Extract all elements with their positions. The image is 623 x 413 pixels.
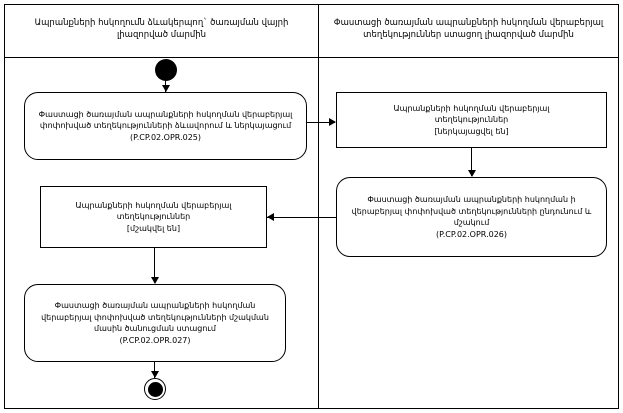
arrow-left-1-to-right-1 xyxy=(329,118,336,126)
activity-right-2[interactable]: Փաստացի ծառայման ապրանքների հսկողման ի վ… xyxy=(336,177,607,257)
end-node-inner xyxy=(147,381,163,397)
activity-left-1[interactable]: Փաստացի ծառայման ապրանքների հսկողման վեր… xyxy=(24,92,307,160)
swimlane-vertical-divider xyxy=(318,4,319,409)
arrow-start-to-left-activity-1 xyxy=(162,85,170,92)
swimlane-left-title: Ապրանքների հսկողումն ձևակերպող` ծառայման… xyxy=(34,18,289,40)
object-right-1[interactable]: Ապրանքների հսկողման վերաբերյալ տեղեկությ… xyxy=(336,92,607,148)
object-left-2[interactable]: Ապրանքների հսկողման վերաբերյալ տեղեկությ… xyxy=(40,186,267,248)
diagram-frame xyxy=(4,4,619,409)
arrow-right-1-to-right-2 xyxy=(468,170,476,177)
swimlane-right-header-divider xyxy=(318,57,619,58)
arrow-left-2-to-left-3 xyxy=(151,277,159,284)
edge-left-2-to-left-3 xyxy=(154,248,155,283)
edge-left-1-to-right-1 xyxy=(307,122,335,123)
edge-left-3-to-end xyxy=(154,362,155,378)
edge-right-2-to-left-2 xyxy=(267,217,336,218)
start-node xyxy=(155,59,177,81)
edge-right-1-to-right-2 xyxy=(471,148,472,176)
arrow-left-3-to-end xyxy=(151,371,159,378)
swimlane-right-title: Փաստացի ծառայման ապրանքների հսկողման վեր… xyxy=(333,18,604,40)
activity-left-3[interactable]: Փաստացի ծառայման ապրանքների հսկողման վեր… xyxy=(24,284,286,362)
swimlane-left-header-divider xyxy=(4,57,319,58)
arrow-right-2-to-left-2 xyxy=(267,213,274,221)
